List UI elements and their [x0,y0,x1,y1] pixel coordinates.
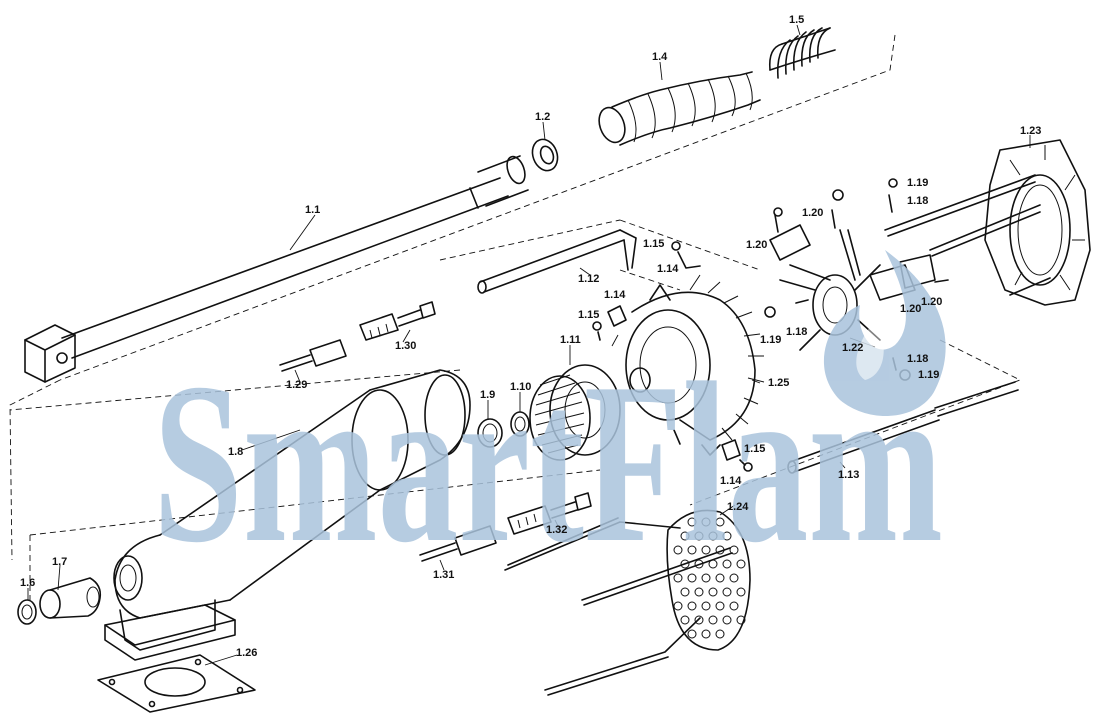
part-electrode-upper [279,301,436,372]
disc-hole [722,615,732,625]
callout-1-14-low: 1.14 [720,475,742,487]
part-washer-1-2 [531,138,559,172]
disc-hole [722,559,732,569]
callout-1-22: 1.22 [842,342,863,354]
callout-1-18-mid: 1.18 [786,326,807,338]
callout-1-31: 1.31 [433,569,454,581]
callout-1-32: 1.32 [546,524,567,536]
callout-1-9: 1.9 [480,389,495,401]
disc-hole [715,601,725,611]
assembly-guide-lines [9,34,1022,600]
disc-hole [687,601,697,611]
callout-1-15-low: 1.15 [744,443,765,455]
callout-1-11: 1.11 [560,334,581,346]
disc-hole [736,587,746,597]
callout-1-5: 1.5 [789,14,804,26]
disc-hole [687,573,697,583]
part-fasteners [592,241,753,472]
disc-hole [701,573,711,583]
disc-hole [708,615,718,625]
callout-1-20-b: 1.20 [746,239,767,251]
callout-1-19-low: 1.19 [918,369,939,381]
callout-1-20-c: 1.20 [900,303,921,315]
disc-hole [680,615,690,625]
leader-lines [27,24,1031,666]
callout-1-25: 1.25 [768,377,789,389]
part-diffuser-cone [625,274,765,456]
disc-hole [708,531,718,541]
disc-hole [715,573,725,583]
callout-1-15-mid: 1.15 [578,309,599,321]
callout-1-26: 1.26 [236,647,257,659]
callout-1-12: 1.12 [578,273,599,285]
disc-hole [701,545,711,555]
part-base-flange [97,599,256,713]
callout-1-19-mid: 1.19 [760,334,781,346]
disc-hole [701,601,711,611]
part-bellows [598,71,761,146]
disc-hole [673,601,683,611]
disc-hole [708,587,718,597]
disc-hole [736,615,746,625]
disc-hole [722,531,732,541]
disc-hole [680,587,690,597]
disc-hole [687,629,697,639]
part-electrode-lower [419,492,592,562]
callout-1-14-mid: 1.14 [604,289,626,301]
callout-1-18-low: 1.18 [907,353,928,365]
part-nozzle [17,577,102,625]
callout-1-8: 1.8 [228,446,243,458]
watermark: SmartFlam [153,250,946,590]
disc-hole [694,531,704,541]
callout-1-15-top: 1.15 [643,238,664,250]
part-mounting-ring [984,139,1091,306]
callout-1-19-top: 1.19 [907,177,928,189]
callout-1-10: 1.10 [510,381,531,393]
callout-1-30: 1.30 [395,340,416,352]
part-spring [768,27,836,79]
part-rod-1-13 [787,381,1019,474]
disc-hole [694,587,704,597]
disc-hole [680,559,690,569]
disc-hole [694,615,704,625]
callout-1-6: 1.6 [20,577,35,589]
callout-1-7: 1.7 [52,556,67,568]
callout-1-2: 1.2 [535,111,550,123]
part-perforated-disc [504,509,751,696]
callout-1-24: 1.24 [727,501,749,513]
flame-logo-icon [823,250,946,417]
callout-1-23: 1.23 [1020,125,1041,137]
part-rod-1-12 [477,229,637,294]
callout-1-20-a: 1.20 [802,207,823,219]
disc-hole [687,517,697,527]
callout-1-20-d: 1.20 [921,296,942,308]
callout-1-29: 1.29 [286,379,307,391]
callout-1-1: 1.1 [305,204,320,216]
disc-hole [715,517,725,527]
disc-hole [729,601,739,611]
disc-hole [673,573,683,583]
disc-hole [722,587,732,597]
part-ring-rods [884,174,1051,296]
callout-1-13: 1.13 [838,469,859,481]
callout-labels: 1.1 1.2 1.4 1.5 1.6 1.7 1.8 1.9 1.10 1.1… [20,14,1041,659]
disc-hole [729,545,739,555]
part-swirler [529,364,621,461]
callout-1-4: 1.4 [652,51,668,63]
disc-hole [687,545,697,555]
disc-hole [701,517,711,527]
disc-hole [715,629,725,639]
disc-hole [729,573,739,583]
callout-1-18-top: 1.18 [907,195,928,207]
watermark-text: SmartFlam [153,335,943,590]
disc-hole [680,531,690,541]
callout-1-14-top: 1.14 [657,263,679,275]
disc-hole [736,559,746,569]
part-shaft [24,155,529,383]
disc-hole [673,545,683,555]
disc-hole [701,629,711,639]
part-burner-tube [113,369,471,619]
